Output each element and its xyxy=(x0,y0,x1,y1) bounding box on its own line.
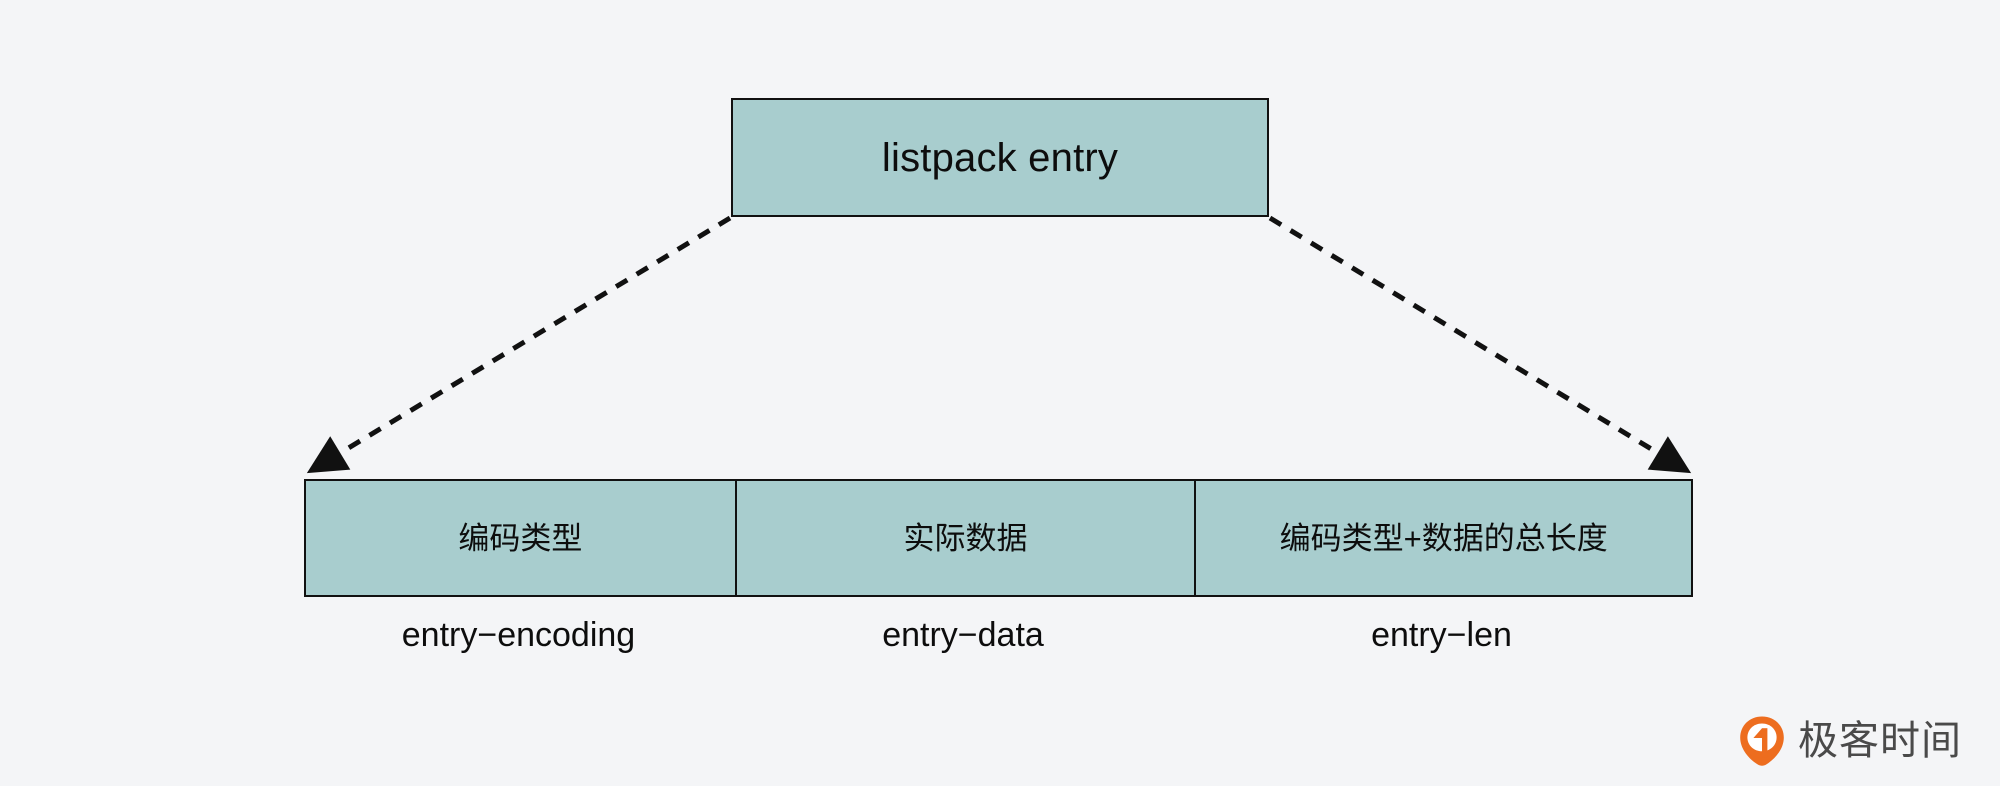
watermark: 极客时间 xyxy=(1738,713,1962,769)
entry-data-cell-text: 实际数据 xyxy=(903,520,1028,556)
entry-len-caption: entry−len xyxy=(1193,606,1690,664)
entry-encoding-caption-text: entry−encoding xyxy=(401,616,636,654)
watermark-text: 极客时间 xyxy=(1798,719,1962,763)
entry-data-cell: 实际数据 xyxy=(734,481,1195,595)
entry-field-captions: entry−encoding entry−data entry−len xyxy=(304,606,1693,664)
entry-data-caption: entry−data xyxy=(733,606,1193,664)
left-dashed-arrow xyxy=(306,215,732,474)
geektime-pin-icon xyxy=(1740,716,1784,766)
entry-field-row: 编码类型 实际数据 编码类型+数据的总长度 xyxy=(304,479,1693,597)
entry-len-caption-text: entry−len xyxy=(1371,616,1512,654)
right-dashed-arrow xyxy=(1268,215,1692,474)
entry-encoding-cell: 编码类型 xyxy=(306,481,735,595)
listpack-entry-label: listpack entry xyxy=(881,135,1119,180)
entry-encoding-cell-text: 编码类型 xyxy=(458,520,583,556)
entry-data-caption-text: entry−data xyxy=(882,616,1044,654)
entry-len-cell-text: 编码类型+数据的总长度 xyxy=(1279,520,1608,556)
entry-len-cell: 编码类型+数据的总长度 xyxy=(1194,481,1691,595)
entry-encoding-caption: entry−encoding xyxy=(304,606,733,664)
listpack-entry-box: listpack entry xyxy=(731,98,1269,217)
